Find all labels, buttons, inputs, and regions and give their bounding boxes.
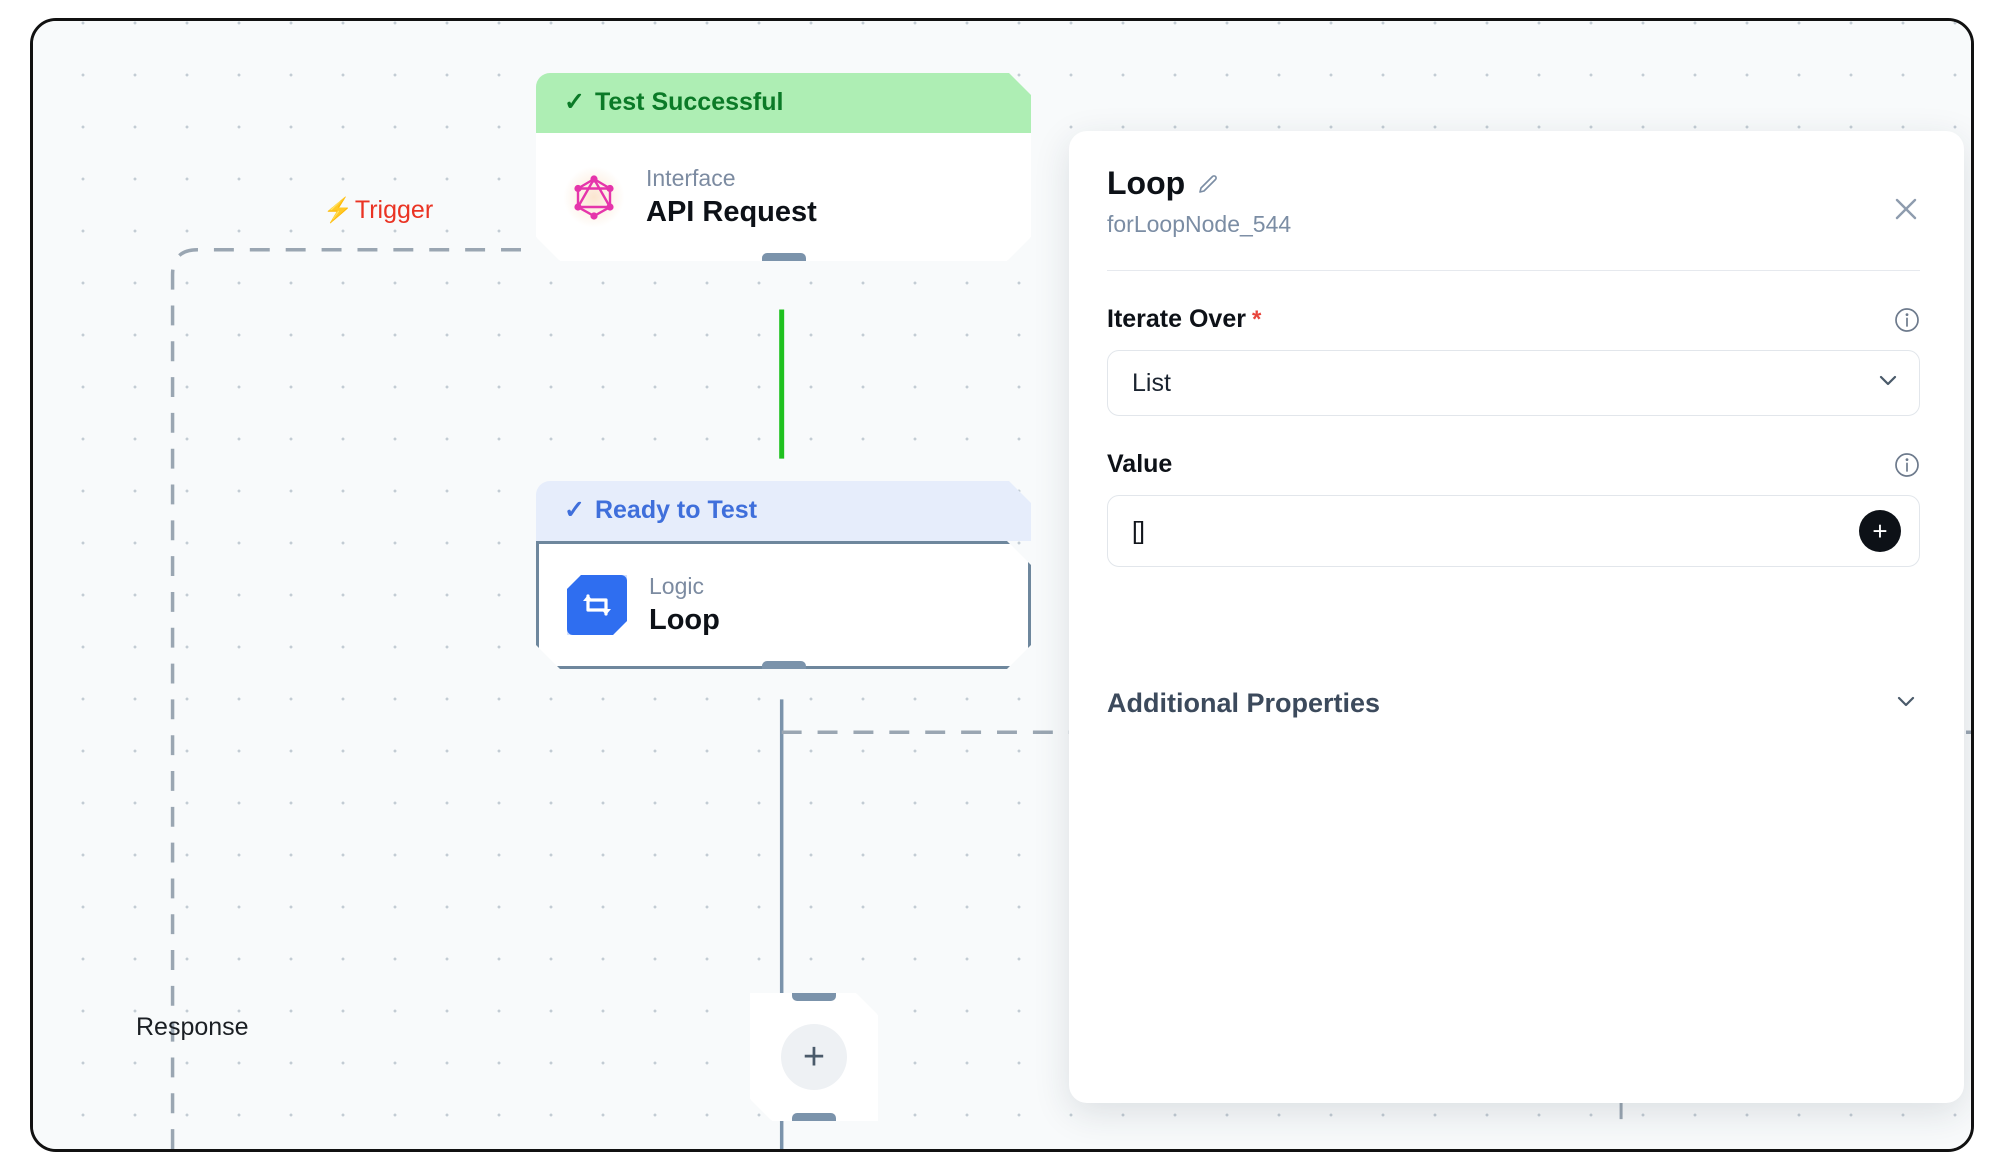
- value-add-button[interactable]: +: [1859, 510, 1901, 552]
- trigger-label: ⚡ Trigger: [323, 196, 433, 225]
- node-status-banner: ✓ Ready to Test: [536, 481, 1031, 541]
- check-icon: ✓: [564, 496, 585, 524]
- iterate-over-select[interactable]: List: [1107, 350, 1920, 416]
- add-node-button[interactable]: +: [781, 1024, 847, 1090]
- panel-title: Loop: [1107, 165, 1186, 201]
- node-status-text: Test Successful: [594, 87, 784, 116]
- node-text: Logic Loop: [649, 573, 720, 637]
- additional-properties-label: Additional Properties: [1107, 688, 1381, 718]
- node-kind: Interface: [646, 165, 736, 191]
- value-input[interactable]: [] +: [1107, 495, 1920, 567]
- info-icon[interactable]: [1894, 452, 1920, 478]
- chevron-down-icon: [1875, 367, 1901, 400]
- panel-subtitle: forLoopNode_544: [1107, 211, 1292, 237]
- node-handle-bottom[interactable]: [762, 661, 806, 676]
- trigger-label-text: Trigger: [354, 196, 434, 224]
- node-body[interactable]: Interface API Request: [536, 133, 1031, 261]
- field-header: Value: [1107, 450, 1920, 479]
- add-node-card[interactable]: +: [750, 993, 878, 1121]
- field-value: Value [] +: [1107, 450, 1920, 567]
- panel-header: Loop forLoopNode_544: [1107, 165, 1920, 238]
- field-label-text: Iterate Over: [1107, 305, 1246, 333]
- node-loop[interactable]: ✓ Ready to Test: [536, 481, 1031, 669]
- node-kind: Logic: [649, 573, 704, 599]
- node-title: Loop: [649, 604, 720, 636]
- app-window: ⚡ Trigger Response ✓ Test Successful: [30, 18, 1974, 1152]
- iterate-over-value: List: [1132, 368, 1171, 397]
- additional-properties-toggle[interactable]: Additional Properties: [1107, 687, 1920, 720]
- graphql-icon: [564, 167, 624, 227]
- chevron-down-icon: [1892, 687, 1920, 720]
- field-label-text: Value: [1107, 450, 1173, 478]
- node-text: Interface API Request: [646, 165, 817, 229]
- node-status-banner: ✓ Test Successful: [536, 73, 1031, 133]
- field-iterate-over: Iterate Over * List: [1107, 305, 1920, 416]
- lightning-bolt-icon: ⚡: [323, 196, 353, 224]
- add-node-handle-bottom[interactable]: [792, 1113, 836, 1128]
- node-body[interactable]: Logic Loop: [536, 541, 1031, 669]
- close-icon[interactable]: [1886, 189, 1926, 229]
- panel-divider: [1107, 270, 1920, 271]
- field-label: Iterate Over *: [1107, 305, 1261, 334]
- field-header: Iterate Over *: [1107, 305, 1920, 334]
- field-label: Value: [1107, 450, 1172, 479]
- node-properties-panel: Loop forLoopNode_544: [1069, 131, 1964, 1103]
- pencil-icon[interactable]: [1197, 173, 1219, 195]
- info-icon[interactable]: [1894, 307, 1920, 333]
- flow-canvas[interactable]: ⚡ Trigger Response ✓ Test Successful: [33, 21, 1971, 1149]
- check-icon: ✓: [564, 88, 585, 116]
- required-marker: *: [1251, 306, 1262, 333]
- node-title: API Request: [646, 196, 817, 228]
- add-node-handle-top[interactable]: [792, 986, 836, 1001]
- node-handle-bottom[interactable]: [762, 253, 806, 268]
- panel-title-row: Loop: [1107, 165, 1920, 202]
- node-api-request[interactable]: ✓ Test Successful: [536, 73, 1031, 261]
- response-label: Response: [136, 1013, 249, 1041]
- value-input-text: []: [1132, 516, 1145, 545]
- loop-icon: [567, 575, 627, 635]
- node-status-text: Ready to Test: [594, 495, 758, 524]
